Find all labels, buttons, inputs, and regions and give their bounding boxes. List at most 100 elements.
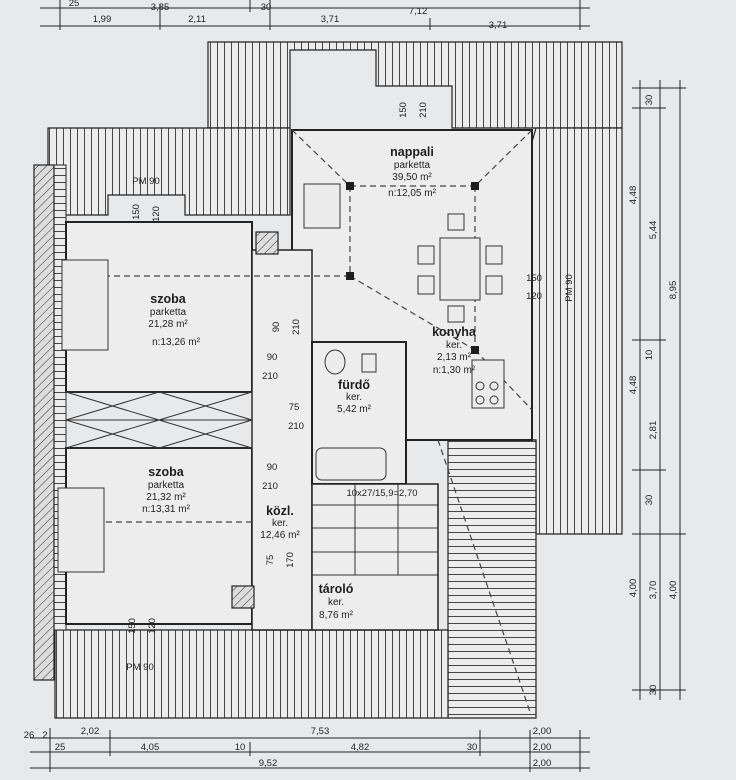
room-szoba-2: szoba parketta 21,32 m² n:13,31 m² [142,465,190,515]
dim: 2,00 [533,758,552,769]
window-code: PM 90 [126,662,153,673]
window-width: 150 [127,618,138,634]
room-area: 2,13 m² [437,352,472,363]
dim: 30 [644,95,655,106]
room-floor: ker. [272,518,288,529]
dims-top [40,0,590,30]
door-width: 90 [267,352,278,363]
door-width: 90 [271,322,282,333]
dim: 3,85 [151,2,170,13]
dim: 10 [644,350,655,361]
room-furdo: fürdő ker. 5,42 m² [337,378,372,415]
dim: 4,00 [668,581,679,600]
outer-wall-hatch [33,164,55,681]
pillars [346,182,479,354]
door-height: 210 [262,371,278,382]
window-width: 150 [526,273,542,284]
dim: 3,70 [648,581,659,600]
door-width: 90 [267,462,278,473]
dim: 3,71 [321,14,340,25]
dims-right [632,80,686,700]
dims-top-text: 25 3,85 30 7,12 1,99 2,11 3,71 3,71 [69,0,508,31]
room-name: közl. [266,504,294,518]
room-area: 8,76 m² [319,610,354,621]
dim: 8,95 [668,281,679,300]
room-name: szoba [150,292,186,306]
window-top-left: PM 90 150 120 [131,176,162,222]
room-net: n:1,30 m² [433,365,476,376]
dims-bottom-text: 26 2 2,02 7,53 2,00 25 4,05 10 4,82 30 2… [24,726,552,769]
room-floor: ker. [346,392,362,403]
window-width: 150 [398,102,409,118]
dim: 25 [69,0,80,9]
window-height: 120 [151,206,162,222]
dim: 3,71 [489,20,508,31]
dim: 2 [42,730,47,741]
dim: 4,48 [628,186,639,205]
dim: 25 [55,742,66,753]
dim: 2,02 [81,726,100,737]
room-name: fürdő [338,378,370,392]
room-net: n:13,31 m² [142,504,190,515]
door-height: 210 [288,421,304,432]
window-right: 150 120 PM 90 [526,273,575,302]
door-height: 210 [262,481,278,492]
room-konyha: konyha ker. 2,13 m² n:1,30 m² [432,325,477,376]
stairs-graphic [312,484,438,576]
window-width: 150 [131,204,142,220]
dim: 2,11 [188,14,206,25]
wardrobe [65,391,253,449]
room-net: n:13,26 m² [152,337,200,348]
room-area: 5,42 m² [337,404,372,415]
dims-right-text: 30 4,48 10 4,48 30 4,00 30 5,44 2,81 3,7… [628,95,679,696]
window-code: PM 90 [132,176,159,187]
room-name: szoba [148,465,184,479]
room-szoba-1: szoba parketta 21,28 m² n:13,26 m² [148,292,200,348]
window-height: 120 [147,618,158,634]
dim: 30 [467,742,478,753]
window-top-nappali: 150 210 [398,102,429,118]
room-floor: parketta [150,307,187,318]
dims-bottom [30,728,590,772]
dim: 2,81 [648,421,659,440]
chimneys [231,231,279,609]
furniture [57,183,505,573]
dim: 26 [24,730,35,741]
room-floor: parketta [394,160,431,171]
dim: 5,44 [648,221,659,240]
room-kozl: közl. ker. 12,46 m² [260,504,300,541]
room-area: 21,32 m² [146,492,186,503]
window-code: PM 90 [564,274,575,301]
room-floor: ker. [446,340,462,351]
room-area: 39,50 m² [392,172,432,183]
room-tarolo: tároló ker. 8,76 m² [319,582,354,621]
door-width: 75 [265,555,276,566]
dim: 10 [235,742,246,753]
dim: 7,12 [409,6,428,17]
dim: 30 [648,685,659,696]
dim: 2,00 [533,742,552,753]
door-height: 170 [285,552,296,568]
room-name: nappali [390,145,434,159]
dim: 1,99 [93,14,112,25]
dim: 4,82 [351,742,370,753]
window-height: 210 [418,102,429,118]
room-nappali: nappali parketta 39,50 m² n:12,05 m² [388,145,436,199]
dim: 30 [261,2,272,13]
dim: 4,05 [141,742,160,753]
room-floor: ker. [328,597,344,608]
dim: 2,00 [533,726,552,737]
stairs-label: 10x27/15,9=2,70 [346,488,417,499]
room-name: tároló [319,582,354,596]
room-name: konyha [432,325,477,339]
door-width: 75 [289,402,300,413]
dim: 9,52 [259,758,278,769]
door-height: 210 [291,319,302,335]
dim: 7,53 [311,726,330,737]
room-net: n:12,05 m² [388,188,436,199]
room-floor: parketta [148,480,185,491]
dim: 30 [644,495,655,506]
room-area: 12,46 m² [260,530,300,541]
room-area: 21,28 m² [148,319,188,330]
